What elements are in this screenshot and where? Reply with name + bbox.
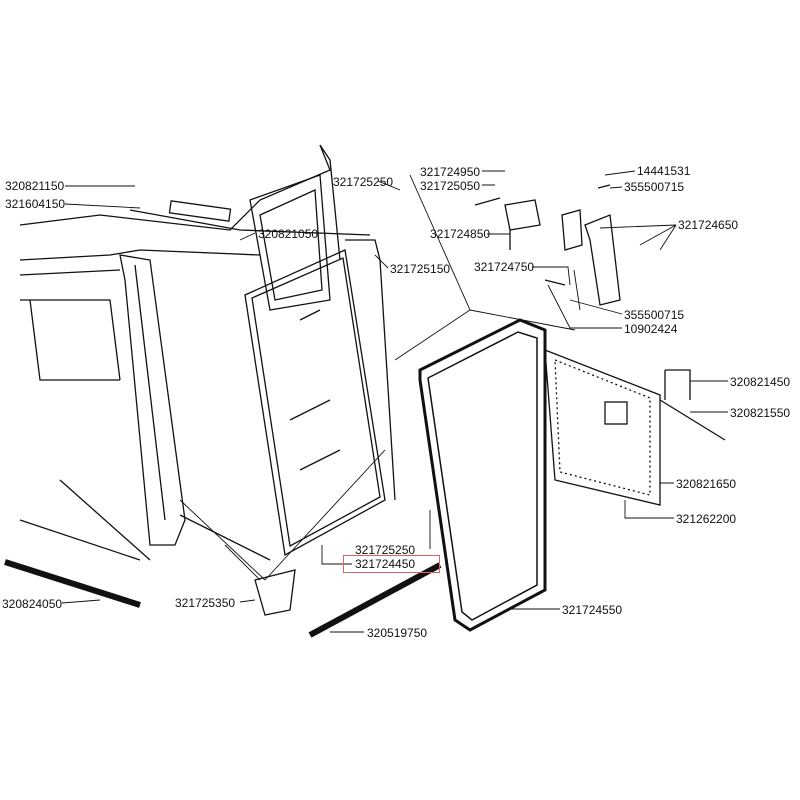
part-label[interactable]: 10902424	[624, 322, 678, 336]
door-glass	[244, 249, 386, 557]
gas-strut	[129, 209, 371, 236]
part-label[interactable]: 321724950	[420, 165, 481, 179]
part-label-highlighted[interactable]: 321724450	[355, 557, 416, 571]
part-label[interactable]: 320519750	[367, 626, 428, 640]
part-label[interactable]: 320824050	[2, 597, 63, 611]
part-label[interactable]: 320821150	[5, 179, 65, 193]
part-label[interactable]: 321262200	[676, 512, 737, 526]
highlight-box	[343, 555, 440, 573]
latch-assembly	[474, 184, 621, 306]
part-label[interactable]: 321724650	[678, 218, 739, 232]
part-label[interactable]: 320821450	[730, 375, 791, 389]
part-label[interactable]: 321725250	[333, 175, 394, 189]
leader-lines	[61, 170, 728, 633]
part-label[interactable]: 320821050	[258, 227, 319, 241]
part-label[interactable]: 320821550	[730, 406, 791, 420]
part-label[interactable]: 321724550	[562, 603, 623, 617]
gas-spring	[168, 200, 232, 222]
hinge	[254, 569, 296, 616]
part-label[interactable]: 321724750	[474, 260, 535, 274]
part-label[interactable]: 321604150	[5, 197, 66, 211]
part-label[interactable]: 321724850	[430, 227, 491, 241]
part-label[interactable]: 321725250	[355, 543, 416, 557]
seal-strip	[308, 562, 442, 638]
part-label[interactable]: 355500715	[624, 180, 685, 194]
part-label[interactable]: 320821650	[676, 477, 737, 491]
door-rod	[345, 239, 396, 501]
side-panel	[544, 349, 726, 506]
door-seal	[418, 318, 547, 632]
part-label[interactable]: 321725350	[175, 596, 236, 610]
part-label[interactable]: 14441531	[637, 164, 691, 178]
part-label[interactable]: 355500715	[624, 308, 685, 322]
part-label[interactable]: 321725150	[390, 262, 451, 276]
cab-frame	[19, 144, 341, 561]
seal-strip-left	[4, 559, 141, 608]
part-label[interactable]: 321725050	[420, 179, 481, 193]
